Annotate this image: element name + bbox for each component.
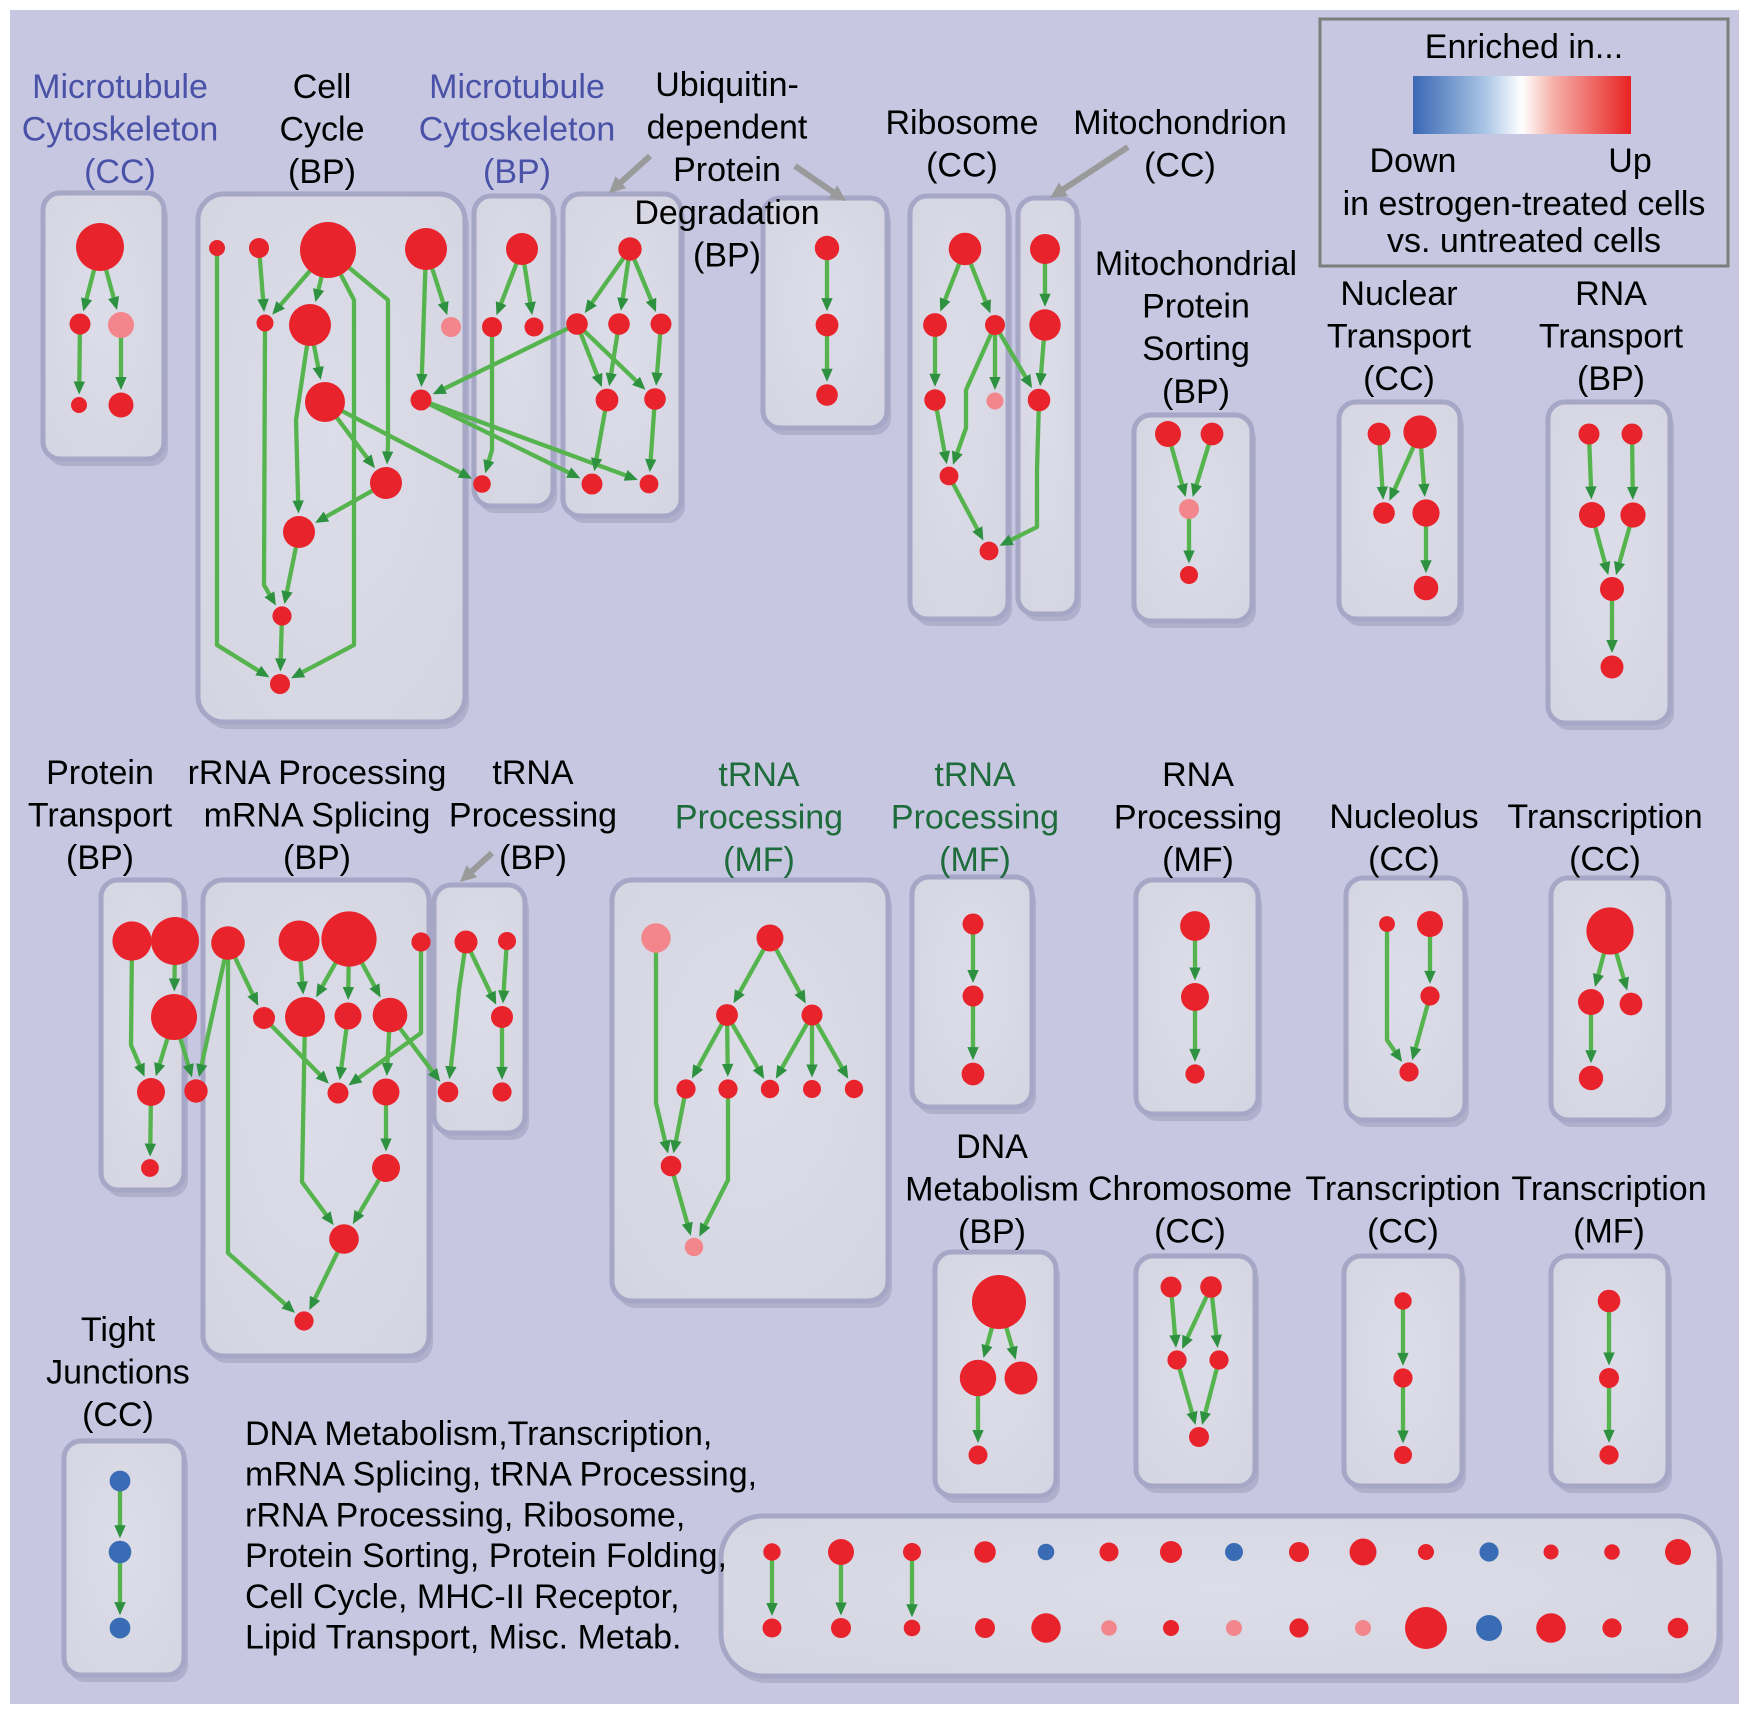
- svg-text:Microtubule: Microtubule: [32, 68, 208, 106]
- svg-text:(CC): (CC): [1569, 841, 1641, 879]
- svg-text:Processing: Processing: [449, 797, 617, 835]
- svg-text:Transport: Transport: [1539, 318, 1684, 356]
- svg-text:mRNA Splicing, tRNA Processing: mRNA Splicing, tRNA Processing,: [245, 1456, 757, 1494]
- svg-text:(CC): (CC): [926, 147, 998, 185]
- svg-text:Transport: Transport: [1327, 318, 1472, 356]
- svg-text:(BP): (BP): [283, 839, 351, 877]
- svg-text:(MF): (MF): [939, 841, 1011, 879]
- svg-text:Lipid Transport, Misc. Metab.: Lipid Transport, Misc. Metab.: [245, 1619, 682, 1657]
- svg-text:Microtubule: Microtubule: [429, 68, 605, 106]
- svg-text:Ubiquitin-: Ubiquitin-: [655, 66, 799, 104]
- svg-text:Nuclear: Nuclear: [1340, 275, 1457, 313]
- svg-text:Down: Down: [1370, 142, 1457, 180]
- svg-text:Nucleolus: Nucleolus: [1329, 798, 1478, 836]
- svg-text:Cell Cycle, MHC-II Receptor,: Cell Cycle, MHC-II Receptor,: [245, 1578, 680, 1616]
- svg-text:(CC): (CC): [1367, 1213, 1439, 1251]
- svg-text:(CC): (CC): [1368, 841, 1440, 879]
- svg-text:Enriched in...: Enriched in...: [1425, 28, 1623, 66]
- svg-text:(CC): (CC): [1363, 360, 1435, 398]
- svg-text:DNA Metabolism,Transcription,: DNA Metabolism,Transcription,: [245, 1415, 712, 1453]
- svg-text:Junctions: Junctions: [46, 1354, 190, 1392]
- svg-text:vs. untreated cells: vs. untreated cells: [1387, 222, 1661, 260]
- svg-text:(BP): (BP): [1577, 360, 1645, 398]
- svg-text:(CC): (CC): [1144, 147, 1216, 185]
- svg-text:Transcription: Transcription: [1507, 798, 1702, 836]
- svg-text:(BP): (BP): [693, 236, 761, 274]
- svg-text:(CC): (CC): [84, 153, 156, 191]
- svg-text:tRNA: tRNA: [492, 754, 574, 792]
- svg-text:Transcription: Transcription: [1511, 1170, 1706, 1208]
- svg-text:(MF): (MF): [723, 841, 795, 879]
- svg-text:(BP): (BP): [1162, 373, 1230, 411]
- svg-text:(BP): (BP): [499, 839, 567, 877]
- svg-text:Mitochondrial: Mitochondrial: [1095, 245, 1297, 283]
- svg-text:(MF): (MF): [1162, 841, 1234, 879]
- svg-text:Cell: Cell: [293, 68, 352, 106]
- svg-text:Protein: Protein: [1142, 288, 1250, 326]
- svg-text:tRNA: tRNA: [718, 756, 800, 794]
- svg-text:Protein Sorting, Protein Foldi: Protein Sorting, Protein Folding,: [245, 1537, 727, 1575]
- svg-text:rRNA Processing, Ribosome,: rRNA Processing, Ribosome,: [245, 1496, 685, 1534]
- svg-text:Tight: Tight: [81, 1311, 156, 1349]
- svg-text:Up: Up: [1608, 142, 1651, 180]
- svg-text:DNA: DNA: [956, 1128, 1028, 1166]
- svg-text:rRNA Processing: rRNA Processing: [188, 754, 447, 792]
- svg-text:RNA: RNA: [1162, 756, 1234, 794]
- svg-text:in estrogen-treated cells: in estrogen-treated cells: [1343, 185, 1706, 223]
- svg-text:Processing: Processing: [891, 799, 1059, 837]
- svg-text:Chromosome: Chromosome: [1088, 1170, 1292, 1208]
- svg-text:RNA: RNA: [1575, 275, 1647, 313]
- svg-text:Cytoskeleton: Cytoskeleton: [22, 111, 219, 149]
- svg-text:dependent: dependent: [647, 109, 808, 147]
- svg-text:Processing: Processing: [675, 799, 843, 837]
- svg-text:Degradation: Degradation: [634, 194, 819, 232]
- svg-text:(BP): (BP): [483, 153, 551, 191]
- svg-text:mRNA Splicing: mRNA Splicing: [204, 797, 431, 835]
- svg-text:tRNA: tRNA: [934, 756, 1016, 794]
- svg-text:Protein: Protein: [46, 754, 154, 792]
- svg-text:(CC): (CC): [1154, 1213, 1226, 1251]
- svg-text:Cycle: Cycle: [279, 111, 364, 149]
- svg-text:Metabolism: Metabolism: [905, 1171, 1079, 1209]
- svg-text:Ribosome: Ribosome: [885, 104, 1038, 142]
- svg-text:(BP): (BP): [288, 153, 356, 191]
- svg-text:(BP): (BP): [958, 1213, 1026, 1251]
- svg-text:(MF): (MF): [1573, 1213, 1645, 1251]
- svg-text:Cytoskeleton: Cytoskeleton: [419, 111, 616, 149]
- svg-text:Mitochondrion: Mitochondrion: [1073, 104, 1287, 142]
- svg-text:Transport: Transport: [28, 797, 173, 835]
- svg-text:(CC): (CC): [82, 1396, 154, 1434]
- svg-text:(BP): (BP): [66, 839, 134, 877]
- svg-text:Transcription: Transcription: [1305, 1170, 1500, 1208]
- svg-text:Protein: Protein: [673, 151, 781, 189]
- svg-text:Sorting: Sorting: [1142, 330, 1250, 368]
- svg-text:Processing: Processing: [1114, 799, 1282, 837]
